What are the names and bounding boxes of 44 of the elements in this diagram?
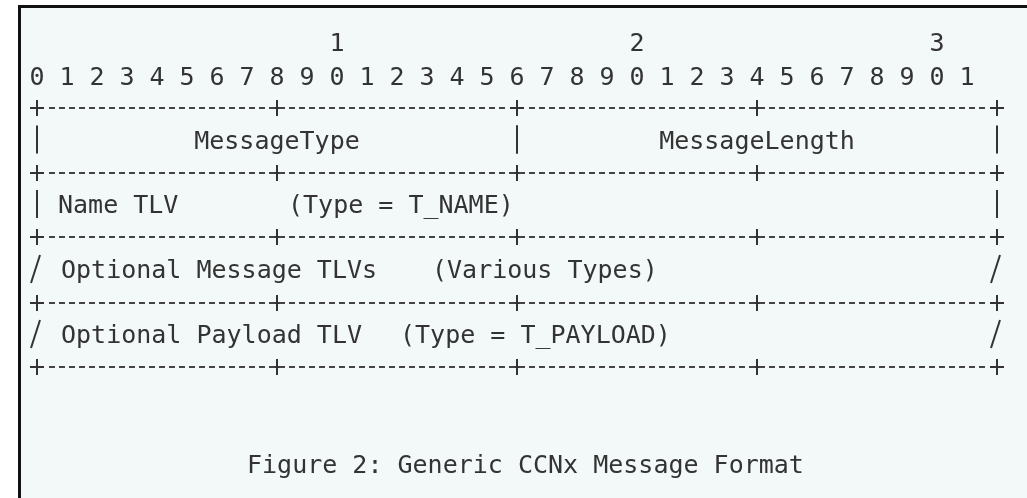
bit-number: 7 xyxy=(839,62,855,92)
bit-number: 4 xyxy=(449,62,465,92)
bit-number: 1 xyxy=(359,62,375,92)
bit-number: 2 xyxy=(389,62,405,92)
bit-number: 1 xyxy=(959,62,975,92)
bit-number: 1 xyxy=(329,28,345,58)
field-name: (Type = T_NAME) xyxy=(288,190,514,220)
bit-number: 8 xyxy=(869,62,885,92)
field-name: (Various Types) xyxy=(432,255,658,285)
bit-number: 0 xyxy=(329,62,345,92)
bit-number: 1 xyxy=(659,62,675,92)
bit-number: 9 xyxy=(299,62,315,92)
bit-number: 3 xyxy=(929,28,945,58)
bit-number: 0 xyxy=(29,62,45,92)
bit-number: 5 xyxy=(779,62,795,92)
bit-number: 3 xyxy=(419,62,435,92)
bit-number: 9 xyxy=(599,62,615,92)
field-name: MessageType xyxy=(194,125,360,156)
bit-number: 0 xyxy=(929,62,945,92)
bit-number: 6 xyxy=(209,62,225,92)
bit-number: 6 xyxy=(509,62,525,92)
bit-number: 7 xyxy=(239,62,255,92)
bit-number: 5 xyxy=(179,62,195,92)
bit-number: 7 xyxy=(539,62,555,92)
field-name: (Type = T_PAYLOAD) xyxy=(400,320,671,350)
bit-number: 2 xyxy=(629,28,645,58)
bit-number: 3 xyxy=(119,62,135,92)
bit-number: 4 xyxy=(149,62,165,92)
field-name: Optional Message TLVs xyxy=(61,255,378,285)
field-name: Name TLV xyxy=(58,190,179,220)
bit-number: 9 xyxy=(899,62,915,92)
bit-number: 8 xyxy=(569,62,585,92)
bit-number: 1 xyxy=(59,62,75,92)
bit-number: 2 xyxy=(689,62,705,92)
bit-number: 6 xyxy=(809,62,825,92)
bit-number: 5 xyxy=(479,62,495,92)
figure-caption: Figure 2: Generic CCNx Message Format xyxy=(247,450,804,480)
bit-number: 8 xyxy=(269,62,285,92)
field-name: MessageLength xyxy=(659,125,855,156)
bit-number: 3 xyxy=(719,62,735,92)
field-name: Optional Payload TLV xyxy=(61,320,363,350)
bit-number: 0 xyxy=(629,62,645,92)
bit-number: 4 xyxy=(749,62,765,92)
bit-number: 2 xyxy=(89,62,105,92)
